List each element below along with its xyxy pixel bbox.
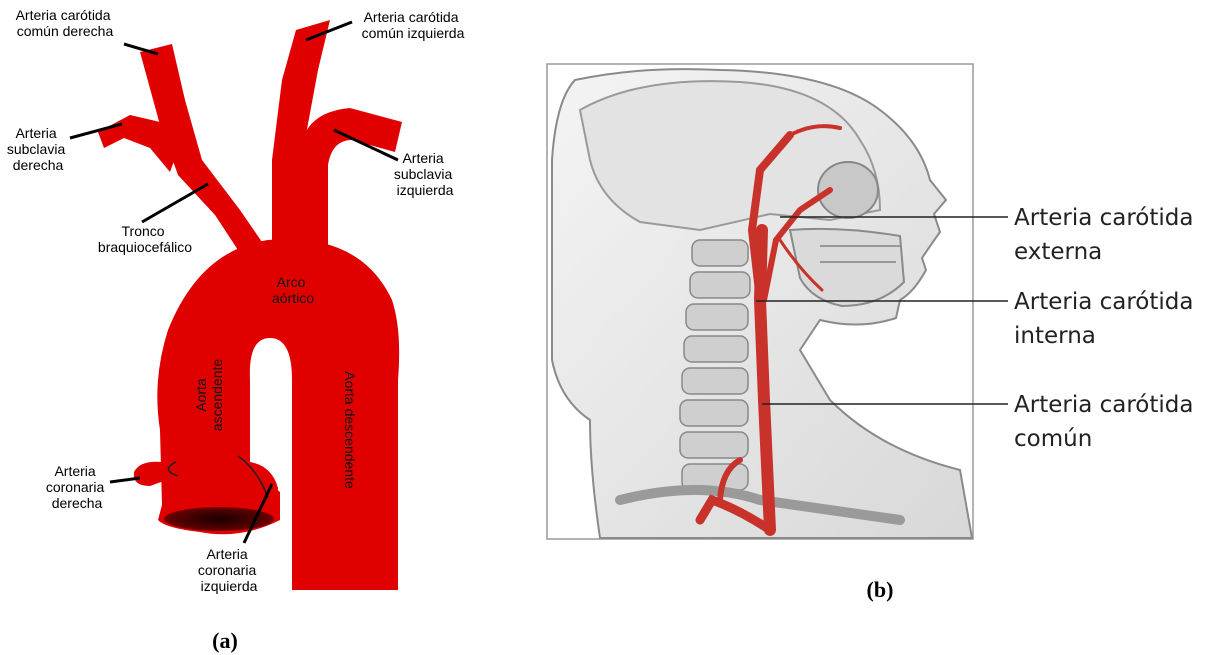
label-external-carotid: Arteria carótida externa bbox=[1014, 205, 1201, 265]
leader-coronary-right bbox=[110, 478, 140, 482]
label-internal-carotid: Arteria carótida interna bbox=[1014, 289, 1201, 349]
label-subclavian-left: Arteria subclavia izquierda bbox=[394, 150, 456, 198]
left-subclavian-artery bbox=[300, 108, 402, 255]
leader-brachiocephalic bbox=[142, 184, 208, 222]
label-coronary-left: Arteria coronaria izquierda bbox=[198, 546, 260, 594]
label-descending-aorta: Aorta descendente bbox=[342, 371, 358, 489]
label-carotid-left: Arteria carótida común izquierda bbox=[362, 9, 465, 41]
svg-text:Aorta descendente: Aorta descendente bbox=[342, 371, 358, 489]
svg-text:Aorta: Aorta bbox=[193, 378, 209, 412]
label-coronary-right: Arteria coronaria derecha bbox=[46, 463, 108, 511]
label-carotid-right: Arteria carótida común derecha bbox=[16, 7, 115, 39]
label-subclavian-right: Arteria subclavia derecha bbox=[7, 125, 69, 173]
caption-a: (a) bbox=[212, 628, 238, 653]
svg-text:ascendente: ascendente bbox=[209, 359, 225, 432]
label-brachiocephalic: Tronco braquiocefálico bbox=[98, 223, 192, 255]
aortic-root-opening bbox=[164, 507, 274, 531]
label-common-carotid: Arteria carótida común bbox=[1014, 392, 1201, 452]
aorta-diagram bbox=[98, 20, 402, 590]
caption-b: (b) bbox=[867, 577, 894, 602]
label-aortic-arch: Arco aórtico bbox=[272, 274, 314, 306]
